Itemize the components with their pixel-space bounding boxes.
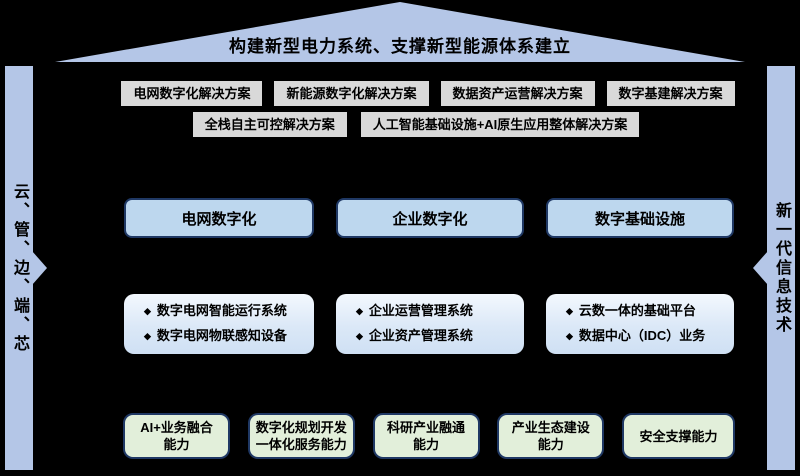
capability-box-digital-planning: 数字化规划开发 一体化服务能力 bbox=[247, 413, 355, 459]
diamond-bullet-icon: ◆ bbox=[356, 331, 363, 341]
capability-box-ecosystem: 产业生态建设 能力 bbox=[497, 413, 605, 459]
diamond-bullet-icon: ◆ bbox=[144, 331, 151, 341]
column-title-digital-infrastructure: 数字基础设施 bbox=[546, 198, 734, 238]
capability-label-line: 能力 bbox=[537, 437, 564, 452]
solution-box-new-energy: 新能源数字化解决方案 bbox=[274, 81, 429, 106]
diamond-bullet-icon: ◆ bbox=[356, 306, 363, 316]
list-item-label: 企业资产管理系统 bbox=[368, 328, 473, 343]
capability-label-line: 能力 bbox=[412, 437, 439, 452]
capability-label-line: AI+业务融合 bbox=[140, 420, 213, 435]
capability-box-ai-fusion: AI+业务融合 能力 bbox=[123, 413, 230, 459]
list-item: ◆ 数字电网物联感知设备 bbox=[144, 329, 310, 343]
column-title-enterprise-digital: 企业数字化 bbox=[336, 198, 524, 238]
list-item-label: 企业运营管理系统 bbox=[368, 303, 473, 318]
capability-label-line: 能力 bbox=[163, 437, 190, 452]
capability-label-line: 安全支撑能力 bbox=[639, 428, 718, 444]
solution-box-full-stack: 全栈自主可控解决方案 bbox=[192, 112, 347, 137]
column-title-grid-digital: 电网数字化 bbox=[124, 198, 314, 238]
solution-box-digital-infra: 数字基建解决方案 bbox=[606, 81, 735, 106]
left-pillar: 云、管、边、端、芯 bbox=[5, 66, 33, 470]
list-item-label: 数字电网智能运行系统 bbox=[156, 303, 287, 318]
column-card-enterprise-digital: ◆ 企业运营管理系统 ◆ 企业资产管理系统 bbox=[336, 294, 524, 354]
middle-columns: 电网数字化 ◆ 数字电网智能运行系统 ◆ 数字电网物联感知设备 企业数字化 ◆ … bbox=[124, 198, 734, 354]
list-item-label: 数据中心（IDC）业务 bbox=[578, 328, 706, 343]
diamond-bullet-icon: ◆ bbox=[566, 306, 573, 316]
column-card-grid-digital: ◆ 数字电网智能运行系统 ◆ 数字电网物联感知设备 bbox=[124, 294, 314, 354]
right-pillar-label: 新一代信息技术 bbox=[773, 201, 790, 335]
list-item: ◆ 企业运营管理系统 bbox=[356, 304, 520, 318]
right-pillar: 新一代信息技术 bbox=[767, 66, 795, 470]
solution-row-1: 电网数字化解决方案 新能源数字化解决方案 数据资产运营解决方案 数字基建解决方案 bbox=[61, 81, 795, 106]
list-item-label: 云数一体的基础平台 bbox=[578, 303, 696, 318]
column-enterprise-digital: 企业数字化 ◆ 企业运营管理系统 ◆ 企业资产管理系统 bbox=[336, 198, 524, 354]
capability-label-line: 产业生态建设 bbox=[511, 420, 590, 435]
diamond-bullet-icon: ◆ bbox=[566, 331, 573, 341]
diamond-bullet-icon: ◆ bbox=[144, 306, 151, 316]
capability-box-security: 安全支撑能力 bbox=[622, 413, 735, 459]
solution-box-data-asset: 数据资产运营解决方案 bbox=[440, 81, 595, 106]
roof-banner: 构建新型电力系统、支撑新型能源体系建立 bbox=[55, 2, 745, 62]
column-grid-digital: 电网数字化 ◆ 数字电网智能运行系统 ◆ 数字电网物联感知设备 bbox=[124, 198, 314, 354]
capability-row: AI+业务融合 能力 数字化规划开发 一体化服务能力 科研产业融通 能力 产业生… bbox=[123, 413, 735, 459]
list-item: ◆ 数字电网智能运行系统 bbox=[144, 304, 310, 318]
list-item-label: 数字电网物联感知设备 bbox=[156, 328, 287, 343]
capability-label-line: 科研产业融通 bbox=[386, 420, 465, 435]
left-arrow-icon bbox=[753, 251, 768, 285]
column-card-digital-infrastructure: ◆ 云数一体的基础平台 ◆ 数据中心（IDC）业务 bbox=[546, 294, 734, 354]
solution-box-grid-digital: 电网数字化解决方案 bbox=[121, 81, 263, 106]
capability-label-line: 一体化服务能力 bbox=[255, 437, 347, 452]
capability-box-research-industry: 科研产业融通 能力 bbox=[372, 413, 480, 459]
solution-row-2: 全栈自主可控解决方案 人工智能基础设施+AI原生应用整体解决方案 bbox=[49, 112, 783, 137]
left-pillar-label: 云、管、边、端、芯 bbox=[11, 182, 28, 354]
capability-label-line: 数字化规划开发 bbox=[255, 420, 347, 435]
right-arrow-icon bbox=[32, 251, 47, 285]
roof-title: 构建新型电力系统、支撑新型能源体系建立 bbox=[229, 37, 571, 56]
list-item: ◆ 云数一体的基础平台 bbox=[566, 304, 730, 318]
list-item: ◆ 企业资产管理系统 bbox=[356, 329, 520, 343]
column-digital-infrastructure: 数字基础设施 ◆ 云数一体的基础平台 ◆ 数据中心（IDC）业务 bbox=[546, 198, 734, 354]
list-item: ◆ 数据中心（IDC）业务 bbox=[566, 329, 730, 343]
solution-box-ai-native: 人工智能基础设施+AI原生应用整体解决方案 bbox=[360, 112, 640, 137]
